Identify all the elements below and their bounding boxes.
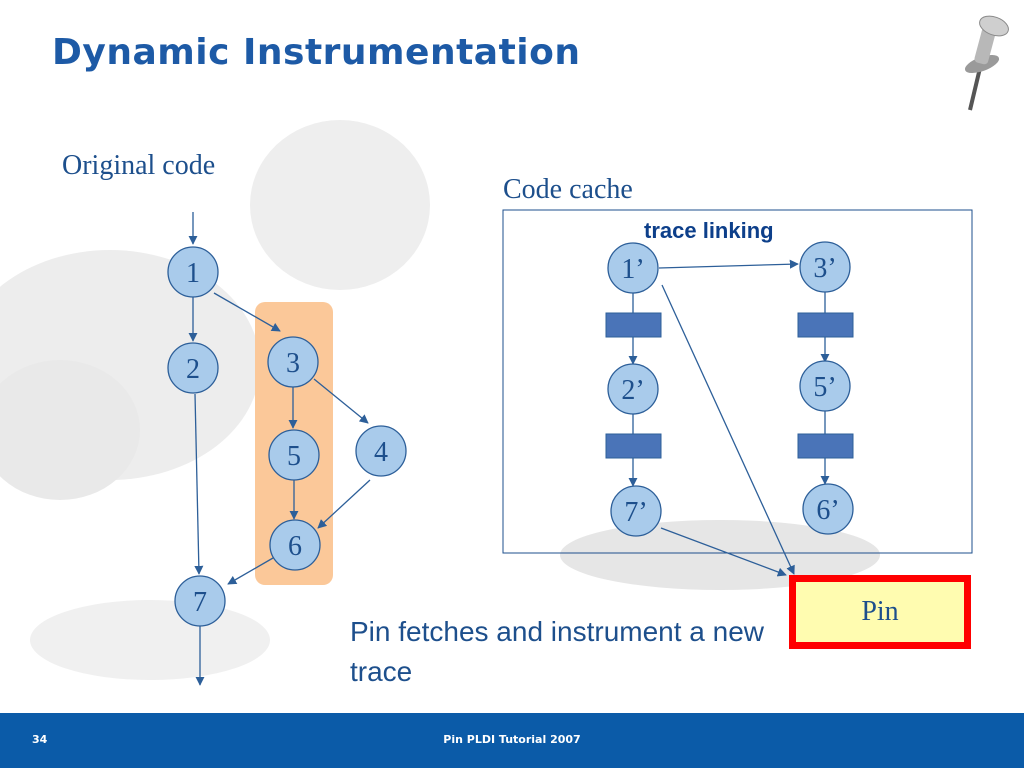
pin-label: Pin: [861, 596, 899, 627]
node-label: 2: [186, 354, 200, 385]
node-label: 2’: [621, 375, 644, 406]
node-label: 7’: [624, 497, 647, 528]
trace-linking-label: trace linking: [644, 218, 774, 243]
node-label: 5: [287, 441, 301, 472]
cache-node-6: 6’: [802, 483, 854, 535]
code-cache-label: Code cache: [503, 174, 633, 205]
slide-number: 34: [32, 733, 48, 746]
cache-edges: [628, 259, 830, 577]
original-node-2: 2: [167, 342, 219, 394]
original-node-1: 1: [167, 246, 219, 298]
background-blob: [30, 600, 270, 680]
original-node-5: 5: [268, 429, 320, 481]
node-label: 5’: [813, 372, 836, 403]
code-cache-box: [502, 209, 973, 554]
cache-node-7: 7’: [610, 485, 662, 537]
caption-text: Pin fetches and instrument a new trace: [350, 616, 765, 687]
original-node-7: 7: [174, 575, 226, 627]
slide-title: Dynamic Instrumentation: [52, 32, 581, 73]
cache-node-2: 2’: [607, 363, 659, 415]
footer-bar: 34 Pin PLDI Tutorial 2007: [0, 713, 1024, 768]
instrumentation-stubs: [605, 312, 854, 459]
footer-text: Pin PLDI Tutorial 2007: [443, 733, 581, 746]
node-label: 6’: [816, 495, 839, 526]
background-blob: [250, 120, 430, 290]
node-label: 1’: [621, 254, 644, 285]
node-label: 1: [186, 258, 200, 289]
node-label: 4: [374, 437, 388, 468]
original-node-3: 3: [267, 336, 319, 388]
pushpin-icon: [964, 15, 1009, 111]
pin-box: Pin: [789, 575, 971, 649]
background-blob: [0, 360, 140, 500]
cache-node-5: 5’: [799, 360, 851, 412]
original-edges: [188, 212, 371, 686]
node-label: 6: [288, 531, 302, 562]
cache-node-1: 1’: [607, 242, 659, 294]
node-label: 3’: [813, 253, 836, 284]
node-label: 3: [286, 348, 300, 379]
control-flow-diagram: 1 2 3 4 5 6 7 1’ 2’ 7’ 3’ 5’: [167, 209, 973, 686]
original-node-6: 6: [269, 519, 321, 571]
original-node-4: 4: [355, 425, 407, 477]
node-label: 7: [193, 587, 207, 618]
original-code-label: Original code: [62, 150, 216, 181]
cache-node-3: 3’: [799, 241, 851, 293]
